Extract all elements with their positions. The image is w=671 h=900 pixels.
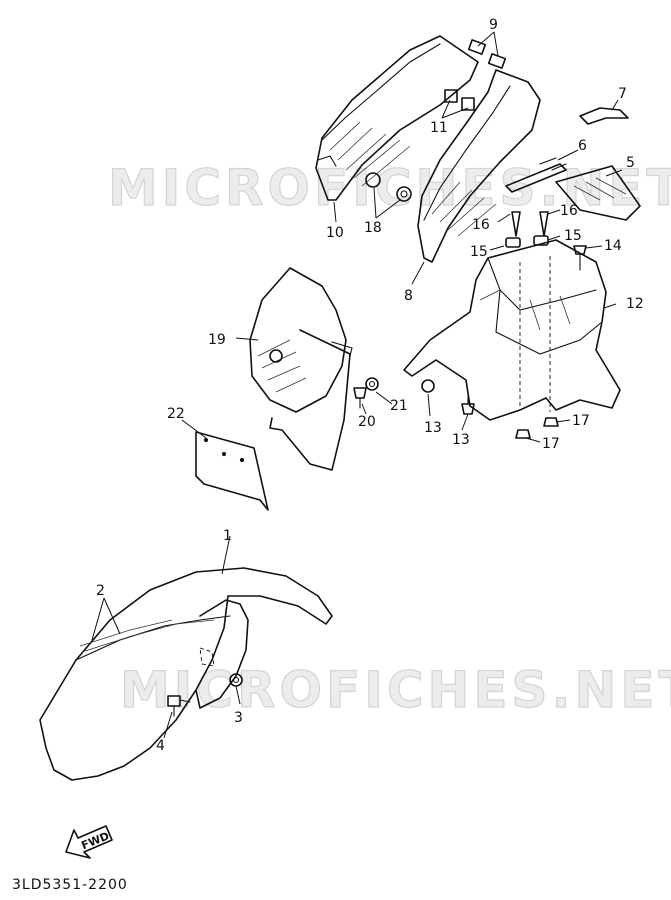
- callout-1: 1: [223, 528, 232, 544]
- rear-fender-part-12: [403, 239, 621, 421]
- callout-13-right: 13: [452, 432, 470, 448]
- callout-13-left: 13: [424, 420, 442, 436]
- bolt-part-14: [573, 245, 587, 271]
- callout-4: 4: [156, 738, 165, 754]
- callout-labels: 9 11 7 6 5 10 18 8 16 16 15 15 14 12 13 …: [96, 17, 644, 754]
- callout-17-upper: 17: [572, 413, 590, 429]
- callout-12: 12: [626, 296, 644, 312]
- callout-2: 2: [96, 583, 105, 599]
- side-cover-right-part-8: [417, 69, 541, 263]
- damper-part-11: [444, 89, 475, 111]
- side-cover-left-part-10: [315, 35, 479, 201]
- grommet-part-9: [467, 39, 507, 69]
- front-fender-part-1: [39, 567, 333, 781]
- callout-15-left: 15: [470, 244, 488, 260]
- collar-part-15: [505, 235, 549, 248]
- bag-part-5: [555, 165, 641, 221]
- nut-part-17: [515, 417, 559, 439]
- callout-21: 21: [390, 398, 408, 414]
- callout-16-left: 16: [472, 217, 490, 233]
- callout-8: 8: [404, 288, 413, 304]
- leader-lines: [91, 31, 623, 739]
- callout-5: 5: [626, 155, 635, 171]
- collar-part-18: [365, 172, 412, 202]
- bolt-part-4: [167, 695, 191, 717]
- fwd-label: FWD: [79, 829, 111, 852]
- callout-6: 6: [578, 138, 587, 154]
- callout-22: 22: [167, 406, 185, 422]
- bolt-part-13: [421, 379, 475, 415]
- callout-11: 11: [430, 120, 448, 136]
- bolt-part-20: [353, 387, 367, 409]
- callout-3: 3: [234, 710, 243, 726]
- band-part-6: [505, 157, 567, 193]
- callout-15-right: 15: [564, 228, 582, 244]
- tool-part-7: [579, 107, 629, 125]
- watermark-bottom: MICROFICHES.NET: [120, 661, 671, 719]
- inner-cover-part-19: [249, 267, 353, 471]
- callout-9: 9: [489, 17, 498, 33]
- callout-10: 10: [326, 225, 344, 241]
- callout-17-lower: 17: [542, 436, 560, 452]
- callout-20: 20: [358, 414, 376, 430]
- forward-arrow-icon: FWD: [65, 825, 113, 859]
- callout-14: 14: [604, 238, 622, 254]
- screw-part-16: [511, 211, 549, 237]
- callout-16-right: 16: [560, 203, 578, 219]
- diagram-code: 3LD5351-2200: [12, 877, 128, 893]
- callout-19: 19: [208, 332, 226, 348]
- nut-part-21: [365, 377, 379, 391]
- callout-18: 18: [364, 220, 382, 236]
- callout-7: 7: [618, 86, 627, 102]
- plate-bracket-part-22: [195, 431, 269, 511]
